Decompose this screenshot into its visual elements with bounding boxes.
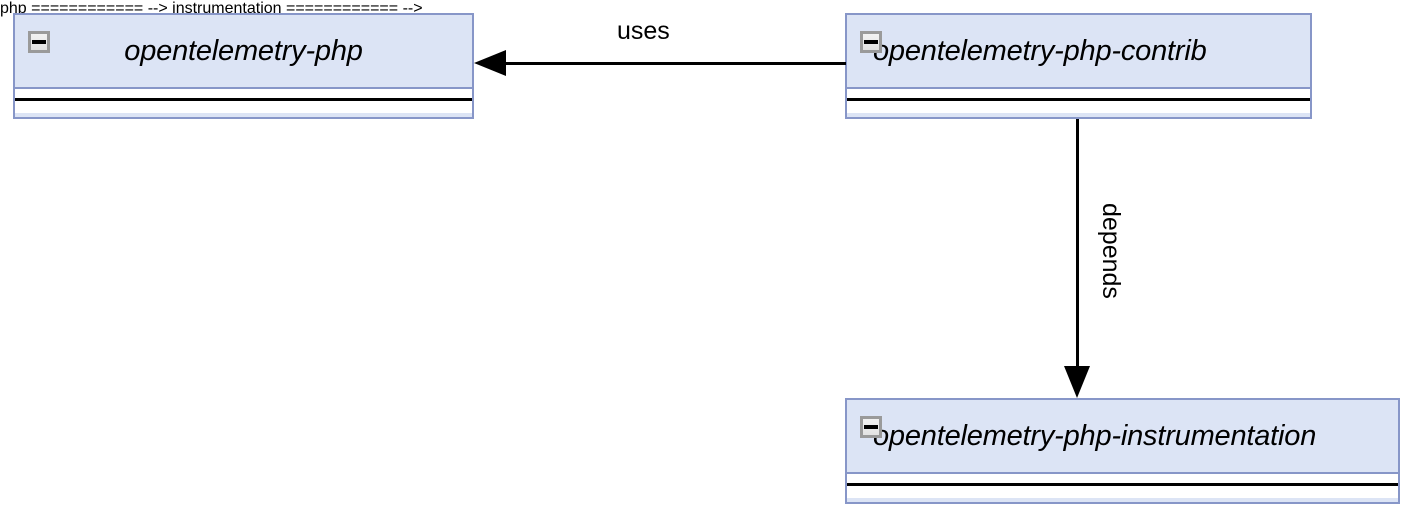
node-compartment-operations (15, 101, 472, 113)
collapse-minus-icon[interactable] (860, 416, 882, 438)
node-opentelemetry-php-contrib[interactable]: opentelemetry-php-contrib (845, 13, 1312, 119)
node-opentelemetry-php[interactable]: opentelemetry-php (13, 13, 474, 119)
edge-depends-arrowhead (1064, 366, 1090, 398)
node-compartment-attributes (847, 474, 1398, 486)
node-compartment-operations (847, 101, 1310, 113)
edge-uses-line (500, 62, 846, 65)
node-compartment-operations (847, 486, 1398, 498)
node-title: opentelemetry-php (124, 34, 363, 67)
node-title: opentelemetry-php-contrib (873, 34, 1207, 67)
collapse-minus-icon[interactable] (860, 31, 882, 53)
node-compartment-attributes (847, 89, 1310, 101)
collapse-minus-icon[interactable] (28, 31, 50, 53)
node-compartment-attributes (15, 89, 472, 101)
edge-uses-label: uses (617, 17, 670, 45)
edge-uses-arrowhead (474, 50, 506, 76)
node-title: opentelemetry-php-instrumentation (873, 419, 1317, 452)
edge-depends-label: depends (1097, 203, 1125, 299)
node-header: opentelemetry-php-instrumentation (847, 400, 1398, 474)
node-header: opentelemetry-php-contrib (847, 15, 1310, 89)
node-header: opentelemetry-php (15, 15, 472, 89)
node-opentelemetry-php-instrumentation[interactable]: opentelemetry-php-instrumentation (845, 398, 1400, 504)
edge-depends-line (1076, 119, 1079, 371)
